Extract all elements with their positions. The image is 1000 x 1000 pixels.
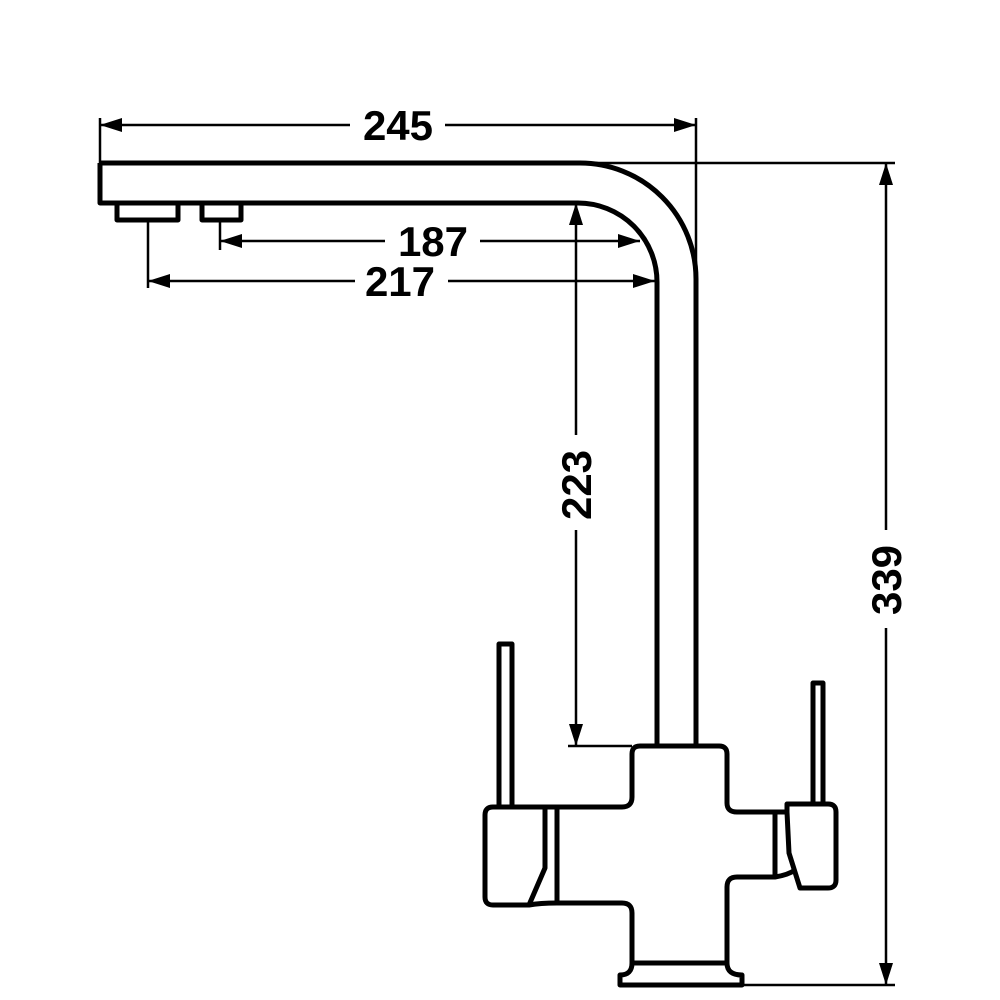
spout (97, 160, 699, 746)
faucet-outline (97, 160, 839, 988)
outlet-1 (114, 200, 181, 223)
left-handle (482, 641, 558, 908)
outlet-2 (199, 200, 244, 223)
base-flange (617, 962, 745, 988)
dimension-217-label: 217 (365, 258, 435, 305)
faucet-body (554, 743, 778, 966)
dimension-overall-height: 339 (580, 161, 910, 987)
dimension-spout-clearance: 223 (553, 203, 632, 748)
dimension-overall-reach: 245 (98, 102, 698, 746)
dimension-187-label: 187 (398, 218, 468, 265)
dimension-245-label: 245 (363, 102, 433, 149)
right-handle (774, 680, 839, 891)
dimension-223-label: 223 (553, 450, 600, 520)
dimension-outlet1-reach: 187 (218, 218, 640, 265)
dimension-outlet2-reach: 217 (146, 220, 655, 305)
dimension-339-label: 339 (863, 545, 910, 615)
